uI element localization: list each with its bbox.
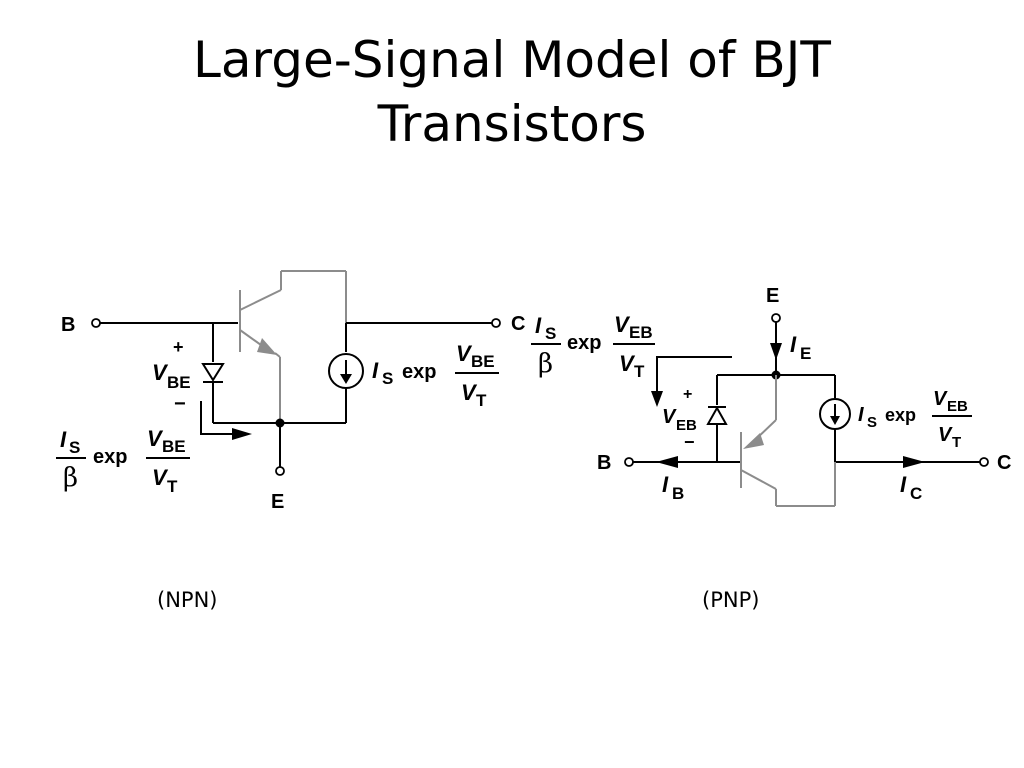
svg-text:I: I [535, 313, 542, 338]
svg-text:T: T [476, 391, 487, 410]
svg-text:I: I [372, 358, 379, 383]
svg-text:S: S [867, 414, 877, 431]
pnp-emitter-current-arrow [770, 343, 782, 360]
slide-title: Large-Signal Model of BJT Transistors [0, 28, 1024, 156]
slide-title-line-2: Transistors [377, 95, 647, 153]
svg-text:T: T [634, 362, 645, 381]
pnp-collector-current-arrow [903, 456, 925, 468]
npn-vbe-plus: + [173, 337, 184, 357]
pnp-ib-symbol: I [662, 472, 669, 497]
npn-transistor-symbol [239, 270, 347, 423]
svg-text:T: T [952, 434, 961, 451]
svg-text:S: S [545, 324, 556, 343]
svg-text:V: V [461, 380, 478, 405]
npn-collector-label: C [511, 313, 525, 335]
pnp-transistor-symbol [740, 375, 836, 507]
pnp-base-current-arrow [656, 456, 678, 468]
npn-emitter-terminal [275, 466, 285, 476]
svg-text:I: I [60, 427, 67, 452]
pnp-current-source [819, 398, 851, 430]
svg-text:S: S [382, 369, 393, 388]
npn-diode [201, 363, 225, 383]
slide-title-line-1: Large-Signal Model of BJT [193, 31, 831, 89]
svg-text:V: V [938, 424, 953, 446]
svg-text:V: V [933, 388, 948, 410]
pnp-base-terminal [624, 457, 634, 467]
svg-text:EB: EB [629, 323, 653, 342]
svg-text:V: V [619, 351, 636, 376]
pnp-caption: (PNP) [702, 588, 760, 612]
pnp-ic-subscript: C [910, 484, 922, 503]
pnp-veb-plus: + [683, 386, 692, 403]
pnp-base-label: B [597, 452, 611, 474]
pnp-ie-subscript: E [800, 344, 811, 363]
svg-text:I: I [858, 404, 864, 426]
pnp-veb-symbol: V [662, 406, 677, 428]
npn-emitter-label: E [271, 491, 284, 513]
pnp-emitter-terminal [771, 313, 781, 323]
svg-text:V: V [152, 465, 169, 490]
svg-text:BE: BE [471, 352, 495, 371]
pnp-base-current-indicator [656, 356, 732, 398]
svg-text:V: V [614, 312, 631, 337]
pnp-collector-source-expression: I S exp V EB V T [858, 388, 972, 451]
npn-current-source [328, 353, 364, 389]
pnp-veb-subscript: EB [676, 417, 697, 434]
pnp-veb-minus: − [684, 432, 695, 452]
pnp-circuit: E B C I E I B I C + V EB − I S β exp V E… [531, 285, 1011, 507]
npn-base-terminal [91, 318, 101, 328]
svg-text:V: V [456, 341, 473, 366]
pnp-ie-symbol: I [790, 332, 797, 357]
svg-text:exp: exp [885, 405, 916, 425]
npn-base-label: B [61, 314, 75, 336]
pnp-collector-terminal [979, 457, 989, 467]
svg-text:β: β [538, 349, 553, 379]
npn-vbe-minus: − [174, 393, 186, 415]
npn-caption: (NPN) [157, 588, 218, 612]
pnp-ic-symbol: I [900, 472, 907, 497]
svg-text:exp: exp [402, 361, 436, 383]
svg-text:V: V [147, 426, 164, 451]
svg-text:exp: exp [567, 332, 601, 354]
pnp-ib-subscript: B [672, 484, 684, 503]
npn-collector-source-expression: I S exp V BE V T [372, 341, 499, 410]
pnp-diode [706, 405, 728, 425]
svg-text:β: β [63, 463, 78, 493]
svg-text:T: T [167, 477, 178, 496]
pnp-collector-label: C [997, 452, 1011, 474]
svg-text:S: S [69, 438, 80, 457]
pnp-emitter-label: E [766, 285, 779, 307]
svg-text:exp: exp [93, 446, 127, 468]
svg-text:EB: EB [947, 398, 968, 415]
npn-circuit: B C E + V BE − I S β exp V BE V T I S ex… [56, 270, 525, 513]
pnp-base-current-expression: I S β exp V EB V T [531, 312, 655, 381]
npn-collector-terminal [491, 318, 501, 328]
npn-vbe-symbol: V [152, 360, 169, 385]
svg-text:BE: BE [162, 437, 186, 456]
npn-vbe-subscript: BE [167, 373, 191, 392]
npn-base-current-expression: I S β exp V BE V T [56, 426, 190, 496]
npn-base-current-arrow [200, 401, 240, 435]
